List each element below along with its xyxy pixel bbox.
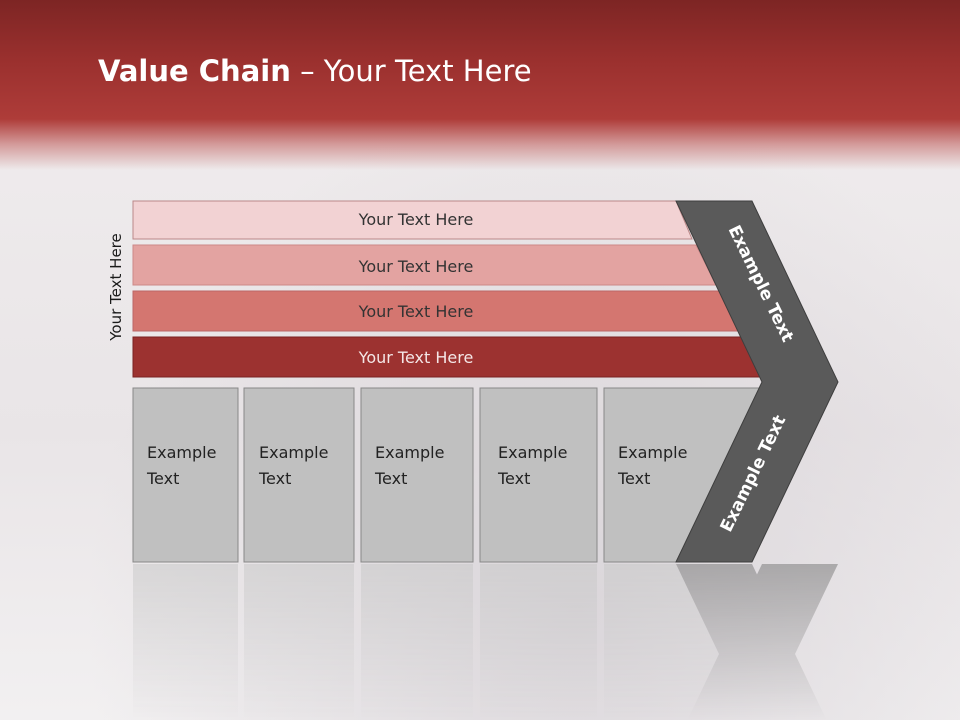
- column-4-line1: Example: [498, 443, 567, 462]
- diagram-reflection: [133, 564, 838, 720]
- column-3: Example Text: [360, 387, 474, 563]
- column-1: Example Text: [132, 387, 239, 563]
- column-5: Example Text: [603, 387, 763, 563]
- title-rest: – Your Text Here: [290, 54, 532, 88]
- column-5-line2: Text: [617, 469, 650, 488]
- column-4-line2: Text: [497, 469, 530, 488]
- page-title: Value Chain – Your Text Here: [98, 54, 532, 88]
- column-1-line2: Text: [146, 469, 179, 488]
- column-2: Example Text: [243, 387, 355, 563]
- bar-4-label: Your Text Here: [358, 348, 474, 367]
- bar-1: Your Text Here: [132, 200, 693, 240]
- header-band: [0, 0, 960, 170]
- column-4: Example Text: [479, 387, 598, 563]
- bar-4: Your Text Here: [132, 336, 764, 378]
- column-3-line2: Text: [374, 469, 407, 488]
- column-1-line1: Example: [147, 443, 216, 462]
- column-3-line1: Example: [375, 443, 444, 462]
- title-bold: Value Chain: [98, 54, 291, 88]
- bar-2: Your Text Here: [132, 244, 717, 286]
- column-2-line2: Text: [258, 469, 291, 488]
- column-2-line1: Example: [259, 443, 328, 462]
- column-5-line1: Example: [618, 443, 687, 462]
- bar-3-label: Your Text Here: [358, 302, 474, 321]
- bar-1-label: Your Text Here: [358, 210, 474, 229]
- bar-2-label: Your Text Here: [358, 257, 474, 276]
- bar-3: Your Text Here: [132, 290, 740, 332]
